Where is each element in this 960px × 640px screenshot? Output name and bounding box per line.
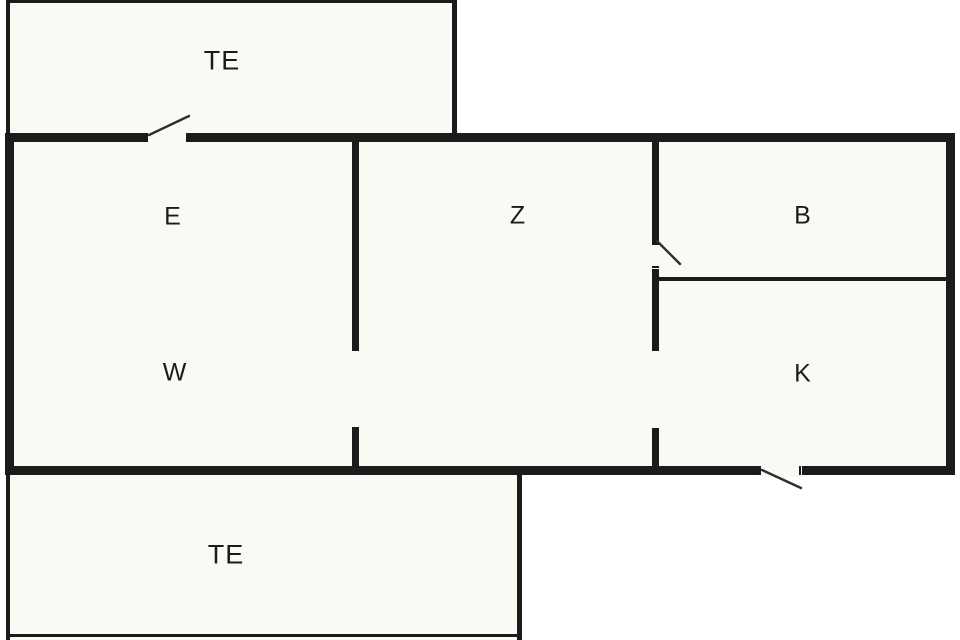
room-label-e: E [164, 202, 182, 231]
wall-stub-lower-right [652, 428, 659, 471]
door-z-to-b-leaf [655, 239, 682, 266]
wall-b-to-k [652, 277, 950, 281]
wall-z-to-b [652, 136, 659, 243]
wall-e-to-z [352, 136, 359, 351]
door-k-to-exterior[interactable] [759, 464, 803, 490]
terrace-lower-wall-left [6, 475, 10, 640]
terrace-lower-group [6, 475, 522, 640]
door-z-to-b-jamb-top [652, 243, 659, 245]
main-wall-left [5, 133, 14, 475]
wall-stub-lower-left [352, 427, 359, 471]
wall-z-to-k [652, 268, 659, 351]
door-terrace-top-to-e[interactable] [146, 114, 191, 143]
main-wall-bottom-left-segment [5, 466, 760, 475]
terrace-upper-wall-right [452, 0, 457, 135]
main-building-outline [5, 133, 955, 475]
room-label-z: Z [509, 201, 527, 230]
main-building-interior-fill [5, 133, 955, 475]
terrace-upper-wall-left [6, 0, 10, 135]
door-z-to-b-gap [650, 243, 661, 269]
terrace-upper-fill [6, 0, 458, 135]
terrace-upper-group [6, 0, 458, 135]
room-label-terrace-lower: TE [207, 539, 245, 570]
interior-walls [352, 136, 950, 471]
door-k-to-exterior-leaf [760, 468, 803, 490]
main-wall-bottom-right-segment [800, 466, 955, 475]
main-wall-right [946, 133, 955, 475]
door-z-to-b[interactable] [650, 239, 682, 269]
room-label-terrace-upper: TE [203, 45, 241, 76]
terrace-lower-wall-bottom [6, 634, 518, 637]
terrace-lower-fill [6, 475, 522, 640]
terrace-upper-wall-top [6, 0, 457, 3]
door-k-to-exterior-jamb-left [759, 466, 761, 475]
door-terrace-top-to-e-gap [146, 132, 188, 143]
room-label-w: W [162, 358, 188, 387]
door-k-to-exterior-jamb-right [799, 466, 801, 475]
door-terrace-top-to-e-leaf [147, 114, 191, 137]
main-wall-top-right-segment [188, 133, 955, 142]
room-label-b: B [794, 201, 812, 230]
terrace-lower-wall-right [517, 475, 522, 640]
door-terrace-top-to-e-jamb-right [186, 133, 188, 142]
doors-group [146, 114, 803, 490]
door-z-to-b-jamb-bottom [652, 266, 659, 268]
door-terrace-top-to-e-jamb-left [146, 133, 148, 142]
room-label-k: K [794, 359, 812, 388]
main-wall-top-left-segment [5, 133, 146, 142]
